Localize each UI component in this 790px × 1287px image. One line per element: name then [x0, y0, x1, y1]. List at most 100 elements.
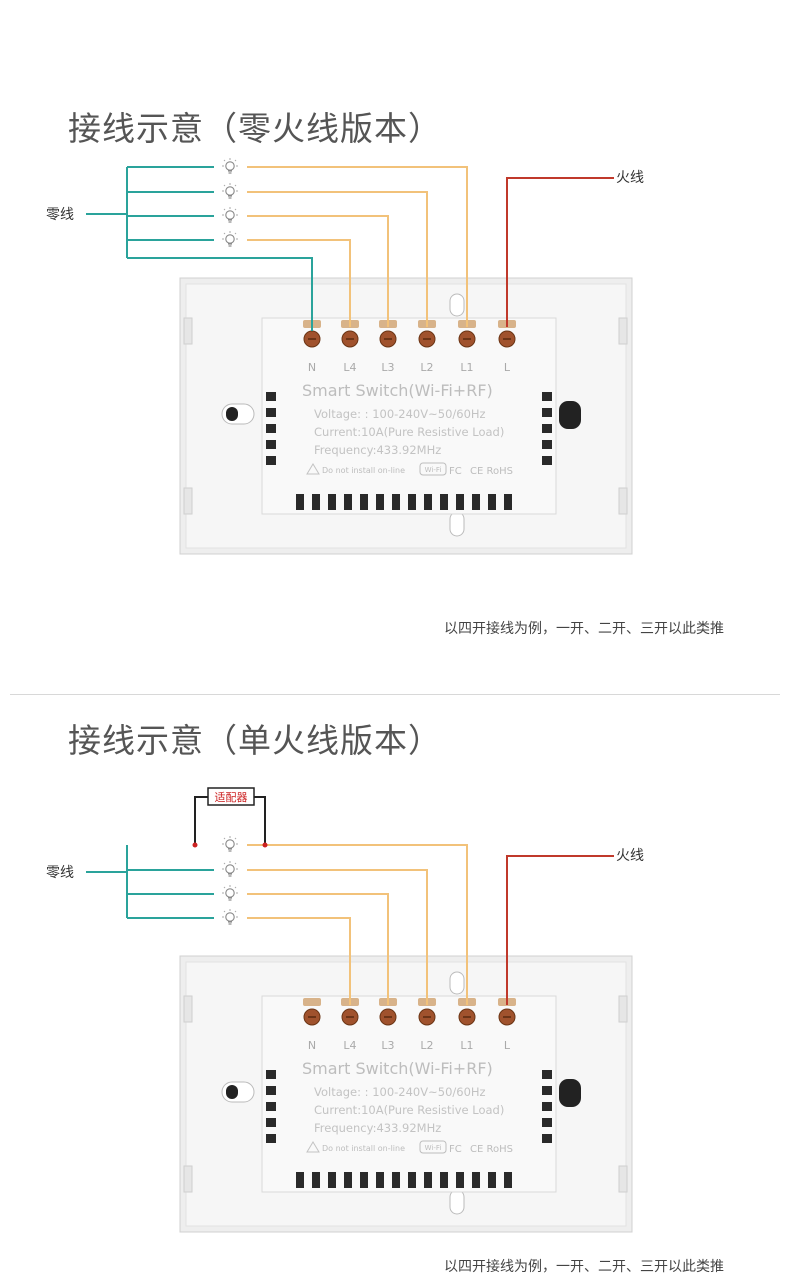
bulb-icon	[222, 909, 238, 925]
caption: 以四开接线为例，一开、二开、三开以此类推	[444, 621, 724, 637]
vent	[266, 456, 276, 465]
live-label: 火线	[616, 848, 644, 864]
vent	[542, 392, 552, 401]
load-wire	[247, 191, 428, 327]
vent	[542, 1118, 552, 1127]
bulb-icon	[222, 207, 238, 223]
bulb-icon	[222, 183, 238, 199]
vent	[360, 494, 368, 510]
mounting-hole-inner	[226, 1085, 238, 1099]
vent	[312, 494, 320, 510]
current-spec: Current:10A(Pure Resistive Load)	[314, 425, 504, 439]
wifi-badge	[419, 1140, 447, 1154]
load-wire	[247, 215, 389, 327]
current-spec: Current:10A(Pure Resistive Load)	[314, 1103, 504, 1117]
vent	[424, 1172, 432, 1188]
load-wire	[247, 869, 428, 1005]
terminal-label: L2	[420, 1039, 433, 1052]
caption: 以四开接线为例，一开、二开、三开以此类推	[444, 1259, 724, 1275]
section-title: 接线示意（单火线版本）	[68, 721, 442, 760]
live-wire	[506, 855, 614, 1005]
live-wire	[506, 177, 614, 327]
adapter-dot	[262, 842, 268, 848]
mounting-slot	[449, 293, 465, 317]
cert-marks: CE RoHS	[470, 1144, 513, 1155]
adapter-label: 适配器	[215, 791, 248, 804]
terminal-label: L2	[420, 361, 433, 374]
mounting-hole	[559, 1079, 581, 1107]
vent	[542, 440, 552, 449]
vent	[376, 494, 384, 510]
wifi-badge-text: Wi-Fi	[425, 466, 442, 474]
bulb-icon	[222, 885, 238, 901]
vent	[312, 1172, 320, 1188]
neutral-label: 零线	[46, 207, 74, 223]
terminal-label: N	[308, 1039, 316, 1052]
load-wire	[247, 917, 351, 1005]
vent	[488, 1172, 496, 1188]
terminal-label: L4	[343, 1039, 356, 1052]
neutral-wire-to-n	[127, 257, 313, 331]
vent	[542, 1134, 552, 1143]
load-wire	[247, 166, 468, 327]
vent	[408, 1172, 416, 1188]
bulb-icon	[222, 231, 238, 247]
bulb-icon	[222, 836, 238, 852]
terminal-label: L	[504, 1039, 511, 1052]
terminal-label: L3	[381, 361, 394, 374]
frequency-spec: Frequency:433.92MHz	[314, 443, 441, 457]
plate-clip	[183, 1165, 193, 1193]
vent	[542, 1070, 552, 1079]
vent	[542, 1086, 552, 1095]
vent	[392, 1172, 400, 1188]
vent	[472, 1172, 480, 1188]
vent	[542, 456, 552, 465]
vent	[266, 1118, 276, 1127]
vent	[266, 1070, 276, 1079]
terminal-label: L	[504, 361, 511, 374]
load-wire	[247, 844, 468, 1005]
voltage-spec: Voltage: : 100-240V~50/60Hz	[314, 1085, 486, 1099]
plate-clip	[183, 317, 193, 345]
vent	[344, 1172, 352, 1188]
vent	[472, 494, 480, 510]
vent	[266, 408, 276, 417]
model-name: Smart Switch(Wi-Fi+RF)	[302, 1059, 493, 1078]
vent	[542, 1102, 552, 1111]
switch-module	[261, 995, 557, 1193]
mounting-slot	[449, 1189, 465, 1215]
mounting-hole-inner	[226, 407, 238, 421]
fc-mark: FC	[449, 1144, 462, 1155]
vent	[266, 1102, 276, 1111]
vent	[440, 494, 448, 510]
warning-icon	[306, 463, 320, 475]
section-divider	[10, 694, 780, 695]
load-wire	[247, 239, 351, 327]
vent	[440, 1172, 448, 1188]
wifi-badge-text: Wi-Fi	[425, 1144, 442, 1152]
vent	[488, 494, 496, 510]
vent	[266, 424, 276, 433]
vent	[266, 1086, 276, 1095]
vent	[266, 392, 276, 401]
vent	[376, 1172, 384, 1188]
terminal-label: N	[308, 361, 316, 374]
section-title: 接线示意（零火线版本）	[68, 109, 442, 148]
vent	[392, 494, 400, 510]
terminal-label: L4	[343, 361, 356, 374]
terminal-label: L1	[460, 361, 473, 374]
fc-mark: FC	[449, 466, 462, 477]
neutral-label: 零线	[46, 865, 74, 881]
vent	[328, 494, 336, 510]
live-label: 火线	[616, 170, 644, 186]
vent	[408, 494, 416, 510]
vent	[344, 494, 352, 510]
wifi-badge	[419, 462, 447, 476]
bulb-icon	[222, 158, 238, 174]
vent	[266, 440, 276, 449]
vent	[456, 1172, 464, 1188]
adapter-box	[207, 787, 255, 806]
